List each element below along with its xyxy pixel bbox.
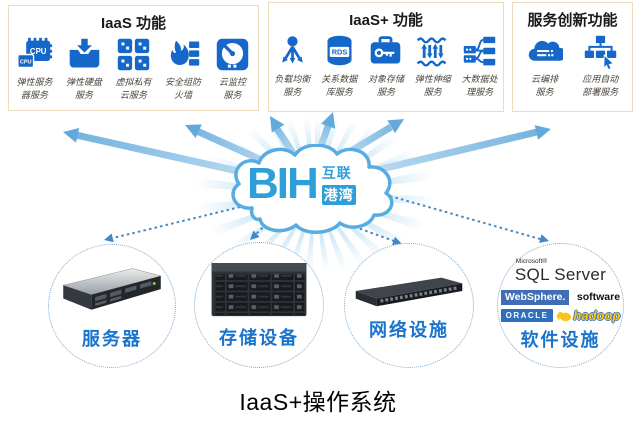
cloud-orchestration-icon [528, 40, 564, 61]
storage-array-image [211, 262, 307, 316]
firewall-icon [170, 40, 199, 66]
auto-scaling-icon [417, 37, 447, 67]
cpu-label-small: CPU [20, 59, 32, 65]
func-item-big-data: 大数据处理服务 [456, 33, 503, 99]
rack-server-image [62, 268, 162, 310]
cloud-shape [231, 144, 394, 234]
hadoop-logo: hadoop [557, 309, 620, 322]
infra-label: 网络设施 [369, 319, 449, 340]
bih-logo-subtext-bottom: 港湾 [321, 185, 356, 205]
func-item-cloud-monitor: 云监控服务 [209, 36, 257, 102]
auto-deploy-icon [584, 35, 617, 70]
func-item-elastic-server: CPU CPU 弹性服务器服务 [11, 36, 59, 102]
hadoop-elephant-icon [557, 311, 572, 321]
bih-logo-subtext-top: 互联 [321, 165, 352, 181]
func-item-load-balancer: 负载均衡服务 [269, 33, 316, 99]
func-item-label: 云编排服务 [531, 74, 559, 98]
func-item-object-storage: 对象存储服务 [363, 33, 410, 99]
bih-logo-text: BIH [247, 159, 319, 209]
func-item-label: 关系数据库服务 [321, 74, 358, 98]
websphere-logo: WebSphere. software [500, 288, 620, 306]
infra-label: 服务器 [82, 329, 142, 349]
box-title: IaaS+ 功能 [349, 12, 423, 29]
func-item-label: 对象存储服务 [367, 74, 404, 98]
func-item-rds: RDS 关系数据库服务 [316, 33, 363, 99]
infra-circle-network: 网络设施 [344, 243, 474, 368]
func-item-label: 安全组防火墙 [164, 77, 201, 101]
cloud-outline [231, 144, 394, 234]
func-item-label: 弹性服务器服务 [16, 77, 53, 101]
object-storage-icon [371, 36, 401, 64]
box-title: IaaS 功能 [100, 15, 167, 32]
func-item-label: 云监控服务 [218, 77, 246, 101]
func-item-label: 大数据处理服务 [461, 74, 498, 98]
iaas-plus-function-box: IaaS+ 功能 负载均衡服务 [268, 2, 504, 112]
cpu-label-large: CPU [30, 47, 47, 56]
vpc-icon [117, 38, 150, 71]
func-item-firewall: 安全组防火墙 [159, 36, 207, 102]
func-item-elastic-disk: 弹性硬盘服务 [60, 36, 108, 102]
load-balancer-icon [282, 36, 303, 64]
infra-circle-storage: 存储设备 [194, 242, 324, 368]
service-innovation-box: 服务创新功能 云编排服务 [512, 2, 633, 112]
func-item-label: 应用自动部署服务 [582, 74, 619, 98]
cloud-monitor-icon [216, 38, 249, 71]
software-logos: Microsoft® SQL Server WebSphere. softwar… [500, 257, 620, 323]
infra-label: 存储设备 [219, 327, 299, 348]
diagram-caption: IaaS+操作系统 [239, 389, 397, 415]
big-data-icon [463, 36, 496, 66]
elastic-disk-icon [69, 38, 99, 68]
func-item-label: 弹性硬盘服务 [65, 77, 102, 101]
infra-label: 软件设施 [520, 330, 601, 351]
func-item-vpc: 虚拟私有云服务 [110, 36, 158, 102]
box-title: 服务创新功能 [527, 12, 618, 29]
func-item-label: 负载均衡服务 [274, 74, 311, 98]
cpu-chip-icon: CPU CPU [17, 37, 53, 69]
rds-database-icon: RDS [327, 35, 352, 66]
infra-circle-server: 服务器 [48, 244, 176, 368]
bih-logo: BIH 互联 港湾 [247, 159, 356, 209]
oracle-logo: ORACLE [500, 309, 554, 323]
func-item-cloud-orchestration: 云编排服务 [521, 33, 569, 99]
func-item-auto-deploy: 应用自动部署服务 [576, 33, 624, 99]
microsoft-logo-text: Microsoft® [515, 257, 548, 265]
func-item-auto-scaling: 弹性伸缩服务 [409, 33, 456, 99]
sql-server-logo: Microsoft® SQL Server [514, 257, 607, 285]
network-switch-image [355, 277, 463, 306]
func-item-label: 虚拟私有云服务 [115, 77, 152, 101]
infra-circle-software: Microsoft® SQL Server WebSphere. softwar… [497, 243, 624, 368]
rds-label: RDS [331, 48, 347, 57]
iaas-function-box: IaaS 功能 CPU CPU 弹性服务器服务 [8, 5, 259, 111]
func-item-label: 弹性伸缩服务 [414, 74, 451, 98]
